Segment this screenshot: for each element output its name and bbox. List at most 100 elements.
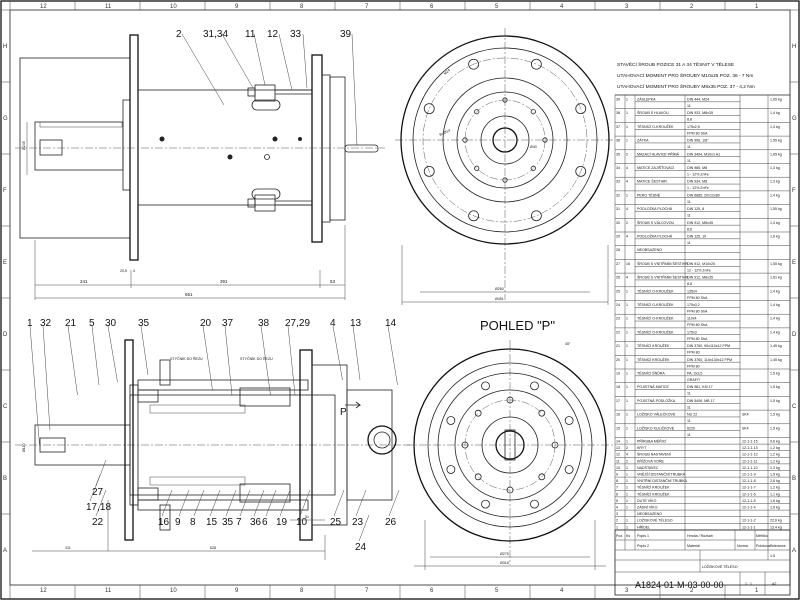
part-position: 6	[616, 492, 618, 496]
leader-line	[253, 489, 265, 517]
leader-line	[333, 489, 345, 517]
part-name: ŠROUB NASTAVENÍ	[637, 452, 671, 457]
part-weight: 1,6 kg	[770, 235, 780, 239]
section-label: 7	[236, 517, 242, 528]
zone-label-top: 5	[495, 4, 499, 10]
part-material: NU 22	[687, 413, 697, 417]
leader-line	[358, 514, 370, 542]
part-code: 12-1-1-7	[742, 486, 756, 490]
bolt-hole	[462, 137, 468, 143]
part-weight: 1,5 kg	[770, 473, 780, 477]
tb-desc1: Popis 1	[637, 534, 649, 538]
part-name: TĚSNÍCÍ O-KROUŽEK	[637, 288, 674, 293]
section-label: 9	[175, 517, 181, 528]
part-weight: 1,2 kg	[770, 459, 780, 463]
tb-qty-header: Ks	[626, 534, 630, 538]
part-position: 21	[616, 344, 620, 348]
note-2: UTAHOVACÍ MOMENT PRO ŠROUBY M10x25 POZ. …	[617, 72, 753, 79]
section-label: 36	[250, 517, 262, 528]
part-position: 3	[616, 512, 618, 516]
part-weight: 1,4 kg	[770, 221, 780, 225]
part-position: 18	[616, 385, 620, 389]
bolt-hole	[423, 103, 435, 115]
zone-label-right: G	[792, 116, 797, 122]
dim-241: 241	[80, 279, 88, 284]
part-weight: 1,55 kg	[770, 262, 782, 266]
part-material: DIN 6885, 20x12x80	[687, 193, 720, 197]
bolt-hole	[474, 109, 480, 115]
note-3: UTAHOVACÍ MOMENT PRO ŠROUBY M8x35 POZ. 3…	[617, 83, 755, 90]
part-name: MATICE ZAJIŠŤOVACÍ	[637, 165, 674, 170]
tb-material: Materiál	[687, 544, 700, 548]
part-weight: 1,4 kg	[770, 193, 780, 197]
bolt-hole	[538, 409, 546, 417]
part-code: 12-1-1-5	[742, 499, 756, 503]
dim-d260: Ø260	[495, 287, 504, 291]
part-name: PODLOŽKA PLOCHÁ	[637, 206, 673, 211]
part-material-2: 11	[687, 405, 691, 409]
leader-line	[352, 325, 361, 381]
part-position: 13	[616, 446, 620, 450]
part-code: 12-1-1-8	[742, 479, 756, 483]
part-name: PERO TĚSNÉ	[637, 192, 661, 197]
part-quantity: 1	[626, 499, 628, 503]
bolt-hole	[530, 499, 539, 509]
part-weight: 1,5 kg	[770, 385, 780, 389]
part-position: 14	[616, 440, 620, 444]
part-name: POJISTNÁ MATICE	[637, 385, 669, 389]
zone-label-left: B	[3, 476, 7, 482]
part-quantity: 2	[626, 221, 628, 225]
part-name: ŠROUB S VNITŘNÍM ŠESTIHR.	[637, 261, 689, 266]
zone-label-bottom: 12	[40, 588, 47, 594]
section-label: 37	[222, 318, 234, 329]
part-material-2: 11	[687, 214, 691, 218]
leader-line	[209, 489, 221, 517]
tb-scale: 1:5	[770, 554, 775, 558]
part-weight: 1,3 kg	[770, 466, 780, 470]
dim-m24: M24	[443, 68, 451, 76]
section-label: 35	[138, 318, 150, 329]
part-position: 20	[616, 358, 620, 362]
part-material-2: FPM 80 ShA	[687, 337, 708, 341]
part-position: 16	[616, 413, 620, 417]
zone-label-bottom: 2	[690, 588, 694, 594]
part-code: 12-1-1-10	[742, 466, 758, 470]
part-name: TĚSNÍCÍ O-KROUŽEK	[637, 124, 674, 129]
part-weight: 1,5 kg	[770, 413, 780, 417]
part-code: 12-1-1-6	[742, 492, 756, 496]
part-name: PODLOŽKA PLOCHÁ	[637, 234, 673, 239]
part-material-2: 8.8	[687, 227, 692, 231]
zone-label-right: F	[792, 188, 796, 194]
title-block: Poz. Ks Popis 1 Popis 2 Hmota / Rozsah M…	[614, 529, 791, 596]
part-weight: 22,6 kg	[770, 519, 782, 523]
leader-line	[202, 325, 213, 391]
zone-label-top: 4	[560, 4, 564, 10]
part-weight: 1,4 kg	[770, 303, 780, 307]
part-position: 15	[616, 426, 620, 430]
part-weight: 1,3 kg	[770, 180, 780, 184]
leader-line	[42, 325, 51, 431]
part-material-2: 11	[687, 419, 691, 423]
leader-line	[299, 489, 311, 517]
bolt-hole	[564, 465, 574, 474]
leader-line	[161, 489, 173, 517]
part-code: SKF	[742, 413, 750, 417]
leader-line	[178, 489, 190, 517]
part-quantity: 1	[626, 426, 628, 430]
zone-label-right: C	[792, 404, 797, 410]
part-position: 25	[616, 289, 620, 293]
part-position: 27	[616, 262, 620, 266]
part-quantity: 1	[626, 486, 628, 490]
part-weight: 1,3 kg	[770, 166, 780, 170]
dim-d245: Ø245	[22, 141, 26, 150]
